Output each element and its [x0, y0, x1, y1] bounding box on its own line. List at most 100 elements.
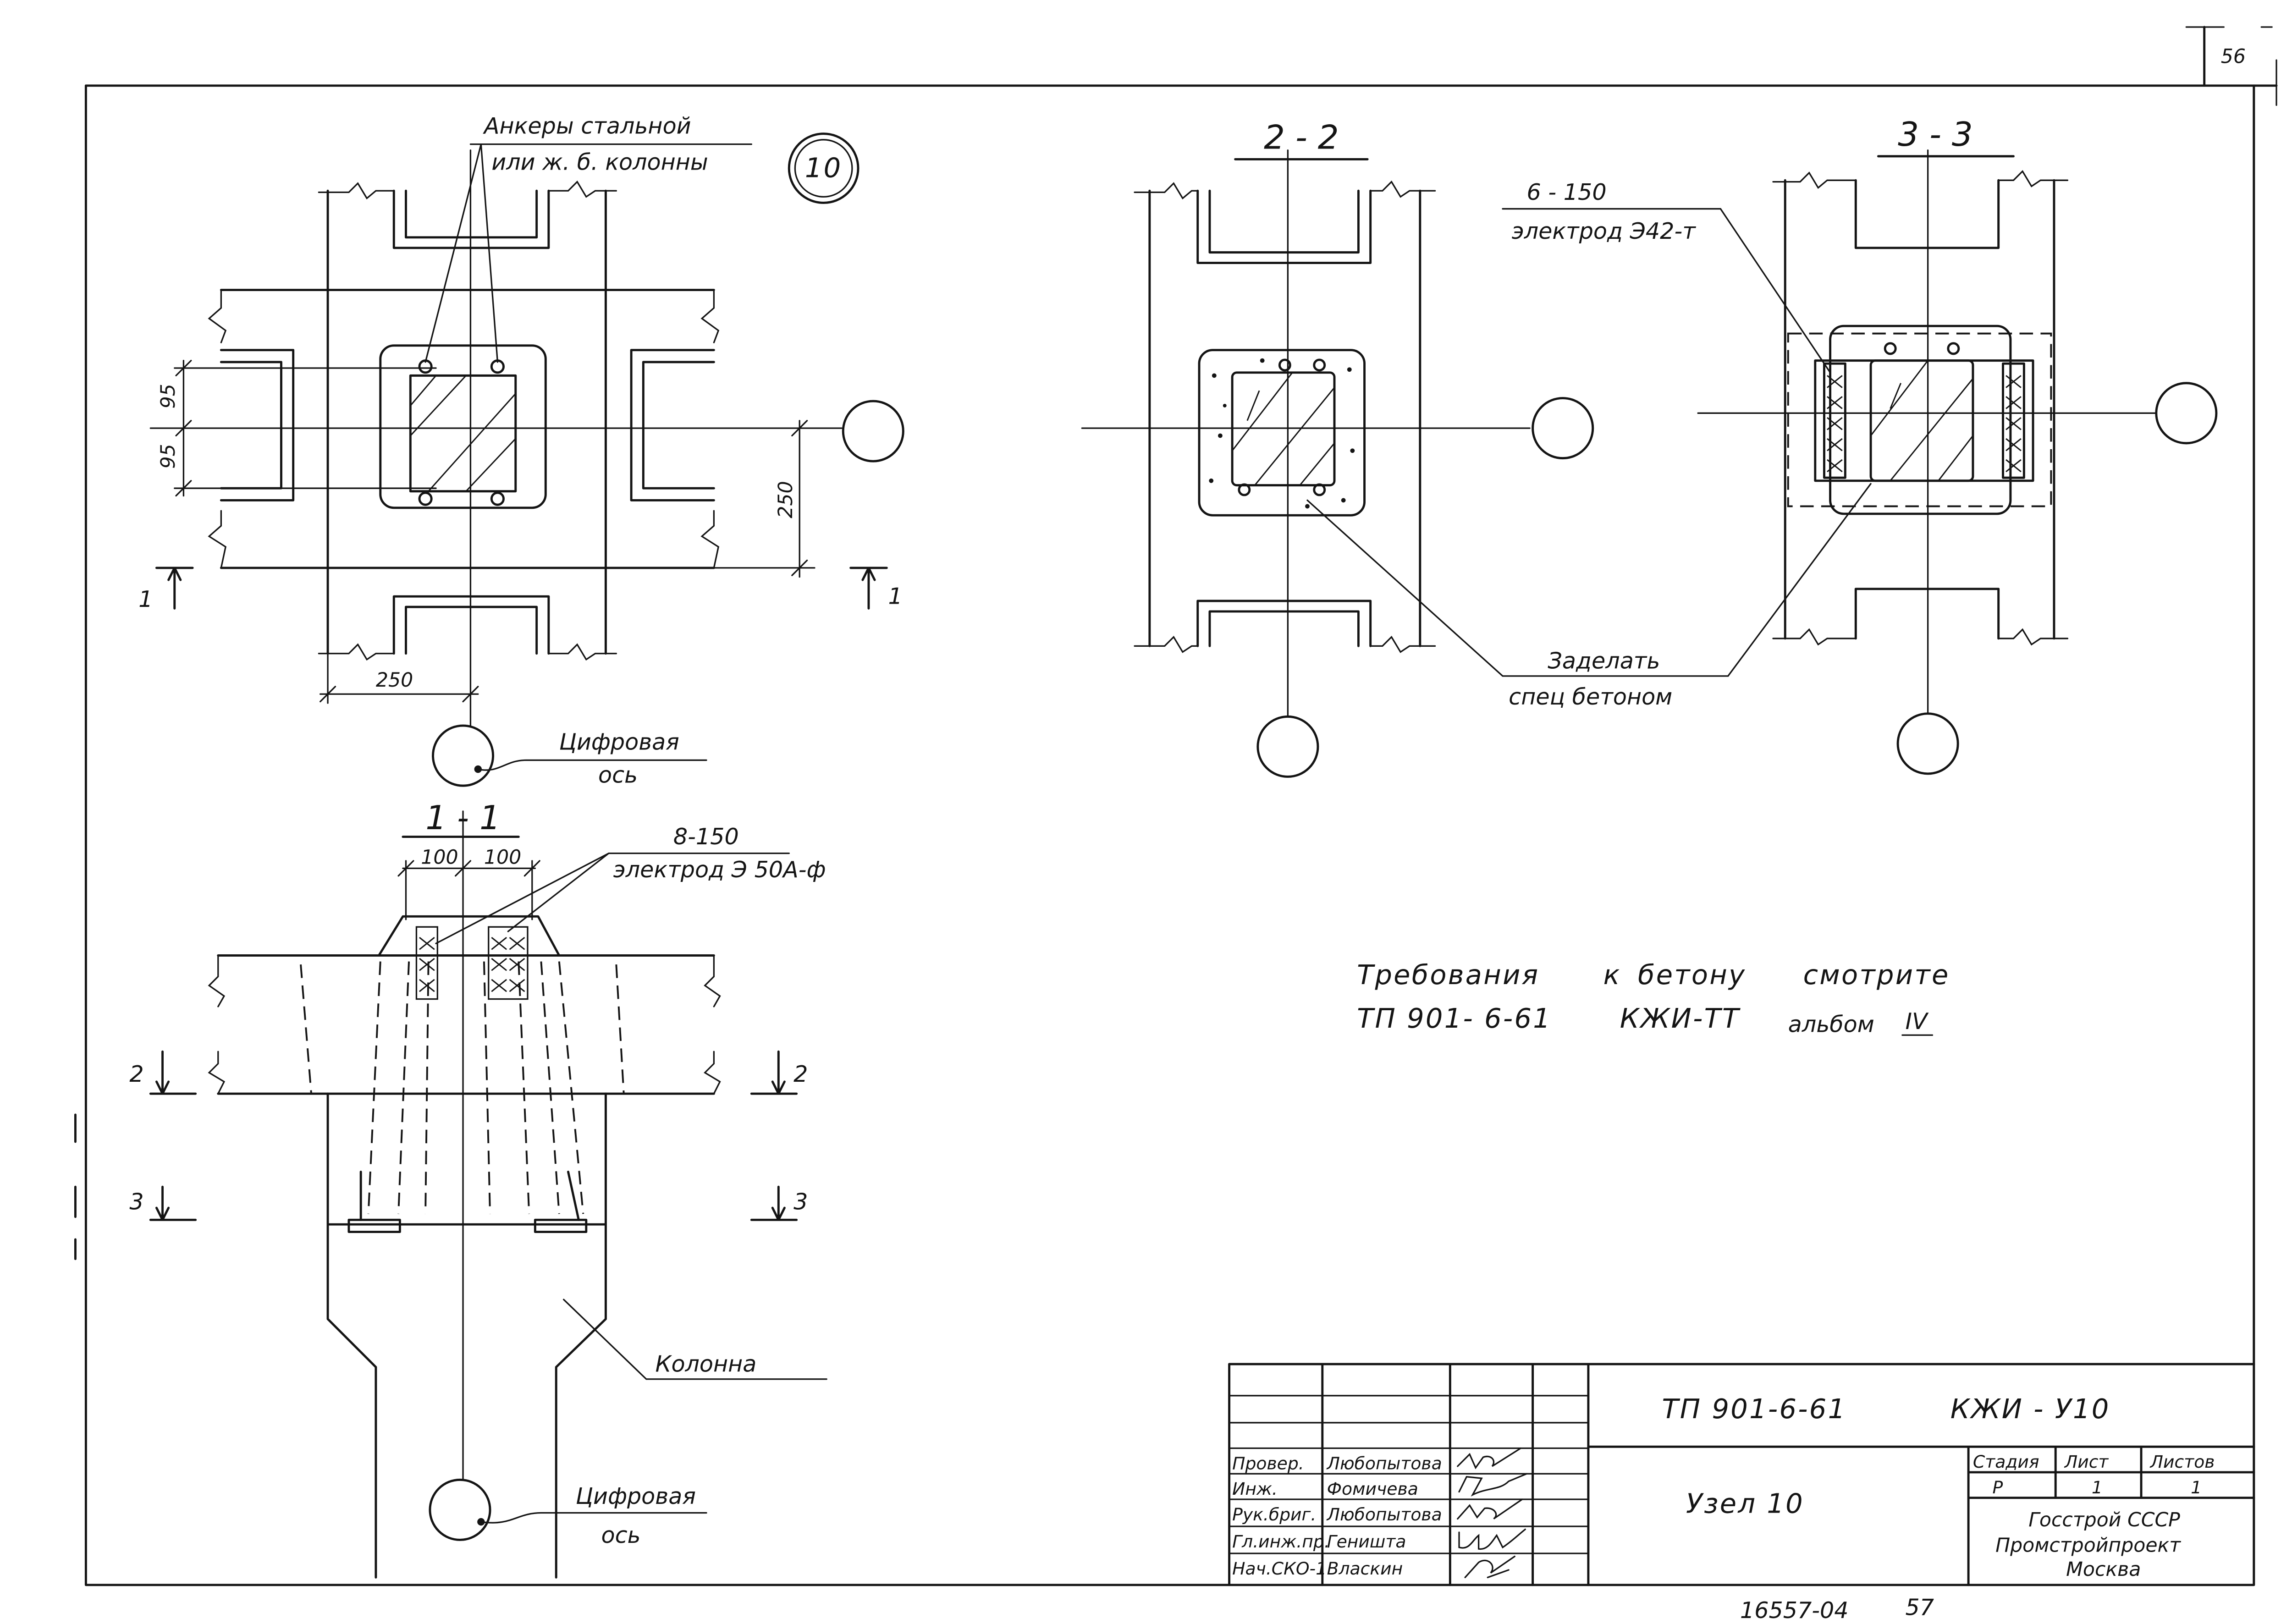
- sheet-code: КЖИ - У10: [1950, 1393, 2110, 1425]
- axis-bubble: [1896, 712, 1959, 775]
- anchor: [1313, 358, 1326, 372]
- signature: [1458, 1528, 1526, 1550]
- node-number-circle: [788, 132, 860, 204]
- axis-label-line2: ось: [598, 762, 638, 788]
- axis-bubble: [842, 400, 904, 462]
- org-line3: Москва: [2066, 1558, 2141, 1581]
- section-1-mark-left: 1: [138, 586, 153, 612]
- sheets-header: Листов: [2149, 1452, 2215, 1472]
- section-1-1-base-plate-left: [347, 1218, 401, 1233]
- weld-right: [2002, 362, 2025, 479]
- page-number: 57: [1905, 1594, 1934, 1620]
- anchors-leader: [424, 143, 499, 363]
- axis-label-1-1-leader: [480, 1512, 707, 1524]
- anchor: [418, 491, 433, 506]
- staff-name: Геништа: [1327, 1531, 1406, 1552]
- anchors-label-line1: Анкеры стальной: [483, 113, 691, 139]
- weld-callout-3-3-line2: электрод Э42-т: [1512, 218, 1696, 244]
- section-1-1-dim-right: 100: [484, 846, 521, 869]
- plan-section-hatch: [410, 375, 516, 492]
- section-1-1-beam: [217, 954, 715, 1095]
- column-label-leader: [562, 1299, 827, 1380]
- signature: [1464, 1555, 1515, 1579]
- sheet-number: 56: [2221, 45, 2246, 68]
- plan-embedded-plate: [379, 344, 547, 509]
- weld-1-1-left: [415, 926, 438, 1000]
- section-1-1-base-plate-right: [534, 1218, 588, 1233]
- section-2-2-break-top: [1134, 180, 1436, 200]
- axis-label-line1: Цифровая: [559, 728, 679, 755]
- axis-label-1-1-leader-dot: [477, 1518, 485, 1526]
- node-number-circle-inner: [794, 139, 853, 198]
- inventory-number: 16557-04: [1740, 1597, 1849, 1624]
- section-2-arrow-right: [750, 1050, 798, 1095]
- axis-bubble: [432, 724, 495, 787]
- section-3-3-title: 3 - 3: [1898, 116, 1973, 154]
- plan-column-section: [409, 374, 517, 493]
- dim-250-vertical-lines: [713, 420, 815, 578]
- drawing-frame: 56: [74, 26, 2278, 1586]
- fill-note-leader: [1306, 483, 1872, 677]
- footer: 16557-04 57: [1740, 1594, 1934, 1624]
- dim-95-upper: 95: [157, 384, 180, 408]
- section-1-1-dim-lines: [397, 860, 540, 920]
- staff-name: Власкин: [1327, 1558, 1403, 1579]
- staff-name: Фомичева: [1327, 1479, 1418, 1499]
- anchor: [1278, 358, 1291, 372]
- section-3-mark-left: 3: [129, 1188, 143, 1215]
- plan-break-top: [318, 180, 617, 200]
- section-2-2-channel-bottom: [1196, 600, 1372, 647]
- anchors-label-line2: или ж. б. колонны: [491, 149, 708, 175]
- stage-value: Р: [1993, 1477, 2003, 1497]
- axis-bubble: [1532, 397, 1594, 460]
- section-3-mark-right: 3: [793, 1188, 808, 1215]
- anchor: [1313, 483, 1326, 496]
- section-2-mark-left: 2: [129, 1061, 143, 1087]
- axis-label-1-1-line1: Цифровая: [576, 1483, 696, 1509]
- staff-role: Инж.: [1232, 1479, 1278, 1499]
- fill-note-line2: спец бетоном: [1509, 683, 1672, 710]
- axis-bubble: [1256, 715, 1319, 778]
- signature: [1457, 1498, 1523, 1520]
- weld-callout-3-3-leader: [1502, 208, 1831, 374]
- title-block-grid: [1587, 1445, 2255, 1586]
- plan-break-left: [208, 289, 227, 569]
- anchor: [1947, 342, 1960, 355]
- project-code: ТП 901-6-61: [1662, 1393, 1846, 1425]
- section-3-arrow-right: [750, 1185, 798, 1221]
- signature: [1457, 1447, 1522, 1470]
- corner-ticks: [2185, 26, 2277, 106]
- section-2-2-channel-top: [1196, 189, 1372, 264]
- section-2-2-concrete-fill: [1198, 349, 1366, 517]
- section-3-3-member: [1784, 179, 2055, 640]
- section-3-3-beam-outline: [1787, 332, 2052, 507]
- section-1-1-break-right: [704, 954, 721, 1095]
- anchor: [1238, 483, 1251, 496]
- section-3-arrow-left: [149, 1185, 197, 1221]
- weld-left-marks: [1827, 375, 1843, 473]
- section-1-arrow-right: [849, 567, 888, 610]
- org-line1: Госстрой СССР: [2028, 1508, 2180, 1531]
- staff-name: Любопытова: [1326, 1453, 1442, 1473]
- dim-250-horizontal-lines: [320, 653, 479, 704]
- weld-1-1-right: [488, 926, 529, 1000]
- section-2-2-title: 2 - 2: [1264, 118, 1339, 157]
- section-2-arrow-left: [149, 1050, 197, 1095]
- sheet-title: Узел 10: [1686, 1487, 1804, 1519]
- plan-break-right: [700, 289, 720, 569]
- section-2-2: 2 - 2: [1081, 118, 1594, 778]
- stage-header: Стадия: [1973, 1452, 2039, 1472]
- section-1-1: 1 - 1 100 100 8-150 электрод Э 50А-ф 2 2: [129, 799, 827, 1579]
- note-word: альбом: [1788, 1011, 1874, 1038]
- title-block-rows: [1228, 1395, 1589, 1554]
- section-1-1-break-left: [208, 954, 226, 1095]
- plan-vertical-member: [326, 189, 607, 655]
- weld-callout-3-3-line1: 6 - 150: [1527, 179, 1607, 205]
- staff-role: Гл.инж.пр.: [1232, 1531, 1330, 1552]
- note-word: КЖИ-ТТ: [1620, 1002, 1741, 1034]
- section-3-3-hatch: [1870, 360, 1974, 481]
- staff-role: Провер.: [1232, 1453, 1304, 1473]
- plan-channel-right: [630, 349, 715, 501]
- note-word: к: [1603, 959, 1621, 991]
